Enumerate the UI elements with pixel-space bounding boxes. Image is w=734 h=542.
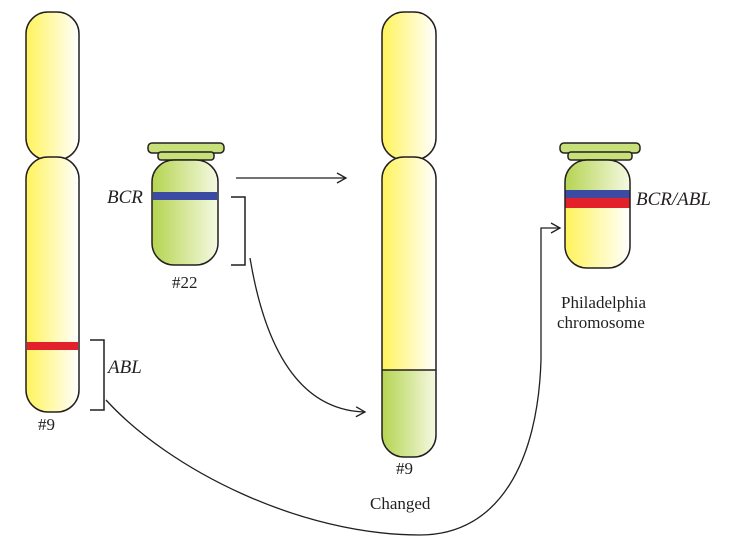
changed-label: Changed (370, 494, 431, 513)
philadelphia-label-line2: chromosome (557, 313, 645, 332)
chromosome-9-changed: #9 Changed (370, 11, 437, 513)
chr22-label: #22 (172, 273, 198, 292)
arrow-abl-fragment (105, 222, 562, 536)
bcr-abl-label: BCR/ABL (636, 189, 711, 210)
arrow-bcr-fragment (249, 257, 367, 418)
abl-label: ABL (106, 357, 142, 378)
philadelphia-chromosome: BCR/ABL Philadelphia chromosome (557, 142, 711, 332)
bcr-label: BCR (107, 187, 143, 208)
chromosome-22: BCR #22 (107, 142, 246, 292)
bcr-band (565, 190, 630, 198)
chr9-changed-label: #9 (396, 459, 413, 478)
abl-band (565, 198, 630, 208)
chr9-label: #9 (38, 415, 55, 434)
abl-bracket (90, 339, 105, 411)
abl-band (27, 342, 78, 350)
bcr-band (153, 192, 217, 200)
philadelphia-label-line1: Philadelphia (561, 293, 646, 312)
chromosome-9-normal: ABL #9 (25, 11, 142, 434)
bcr-bracket (231, 196, 246, 266)
